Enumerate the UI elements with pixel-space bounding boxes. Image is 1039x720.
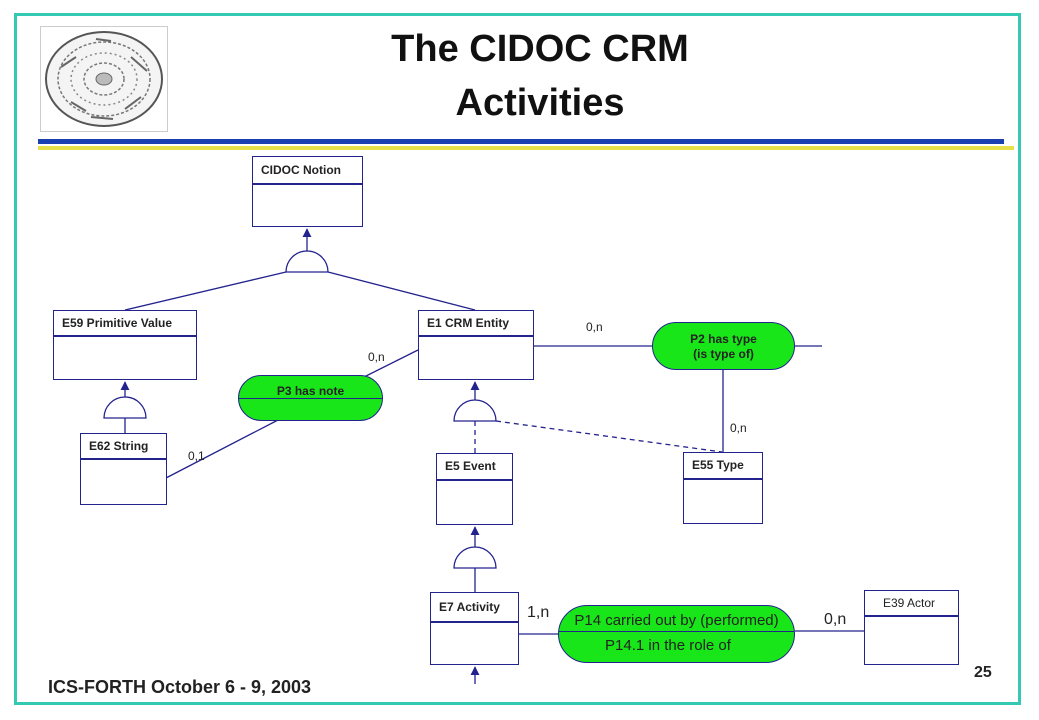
class-box-e7: E7 Activity (430, 592, 519, 665)
class-box-e55: E55 Type (683, 452, 763, 524)
class-label-e59: E59 Primitive Value (54, 311, 196, 337)
cardinality-e7-p14: 1,n (527, 604, 550, 621)
class-label-e7: E7 Activity (431, 593, 518, 623)
phaistos-disc-logo (40, 26, 168, 132)
cardinality-p2-e55: 0,n (730, 421, 747, 435)
class-label-e62: E62 String (81, 434, 166, 460)
class-label-cidoc-notion: CIDOC Notion (253, 157, 362, 185)
class-label-e1: E1 CRM Entity (419, 311, 533, 337)
cardinality-p14-e39: 0,n (824, 611, 847, 628)
class-box-e59: E59 Primitive Value (53, 310, 197, 380)
title-divider-yellow (38, 146, 1014, 150)
slide-title-line1: The CIDOC CRM (391, 28, 689, 70)
cardinality-e1-p2: 0,n (586, 320, 603, 334)
class-label-e55: E55 Type (684, 453, 762, 480)
property-p14-label-line2: P14.1 in the role of (605, 637, 731, 654)
class-box-e5: E5 Event (436, 453, 513, 525)
property-p2: P2 has type (is type of) (652, 322, 795, 370)
property-p2-label-line2: (is type of) (693, 347, 754, 361)
class-label-e5: E5 Event (437, 454, 512, 481)
class-box-e62: E62 String (80, 433, 167, 505)
property-p3-label: P3 has note (276, 384, 345, 398)
property-p14: P14 carried out by (performed) P14.1 in … (558, 605, 795, 663)
cardinality-p3-e1: 0,n (368, 350, 385, 364)
cardinality-e62-p3: 0,1 (188, 449, 205, 463)
property-p3: P3 has note (238, 375, 383, 421)
page-number: 25 (974, 664, 992, 681)
property-p2-label-line1: P2 has type (690, 332, 757, 346)
class-label-e39: E39 Actor (865, 591, 958, 617)
slide-title-line2: Activities (455, 82, 625, 124)
class-box-e39: E39 Actor (864, 590, 959, 665)
class-box-cidoc-notion: CIDOC Notion (252, 156, 363, 227)
property-p14-divider (559, 631, 794, 632)
class-box-e1: E1 CRM Entity (418, 310, 534, 380)
slide-frame (14, 13, 1021, 705)
property-p3-divider (239, 398, 382, 399)
property-p14-label-line1: P14 carried out by (performed) (574, 612, 779, 629)
title-divider-blue (38, 139, 1004, 144)
footer-conference: ICS-FORTH October 6 - 9, 2003 (48, 677, 312, 697)
